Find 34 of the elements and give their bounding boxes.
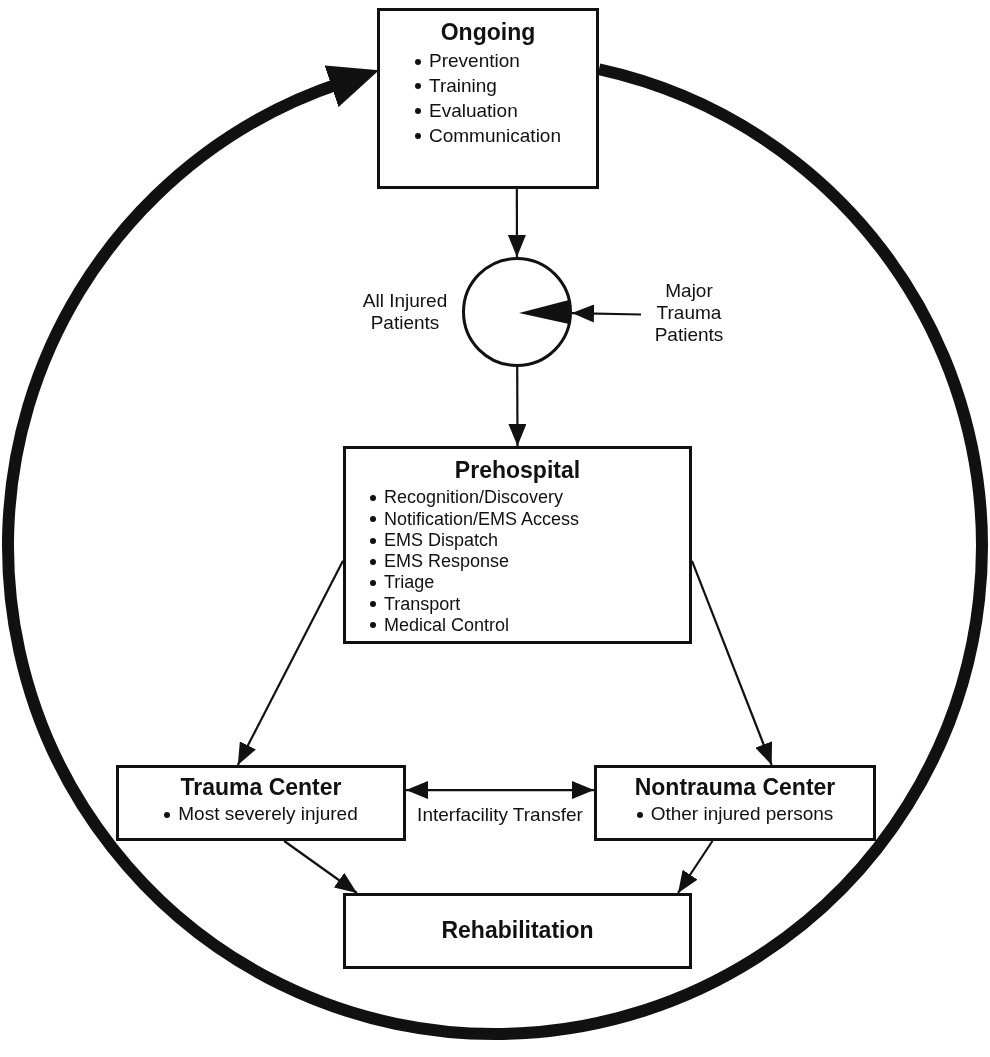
stage-box bbox=[377, 8, 599, 189]
bullet-text: Training bbox=[429, 74, 497, 99]
stage-box bbox=[343, 446, 692, 644]
box-title: Prehospital bbox=[454, 457, 581, 484]
bullet-text: EMS Response bbox=[384, 551, 510, 573]
arrow bbox=[690, 560, 773, 766]
bullet-text: Recognition/Discovery bbox=[384, 487, 564, 509]
arrow bbox=[283, 840, 358, 894]
box-title: Ongoing bbox=[440, 19, 536, 46]
arrow bbox=[508, 367, 527, 446]
bullet-text: Notification/EMS Access bbox=[384, 508, 580, 530]
bullet-text: Prevention bbox=[429, 49, 520, 74]
arrow bbox=[571, 304, 642, 323]
source-label: Major Trauma Patients bbox=[653, 280, 725, 346]
stage-box bbox=[343, 893, 692, 969]
bullet-text: EMS Dispatch bbox=[384, 529, 499, 552]
stage-box bbox=[116, 765, 406, 841]
bullet-text: Triage bbox=[384, 572, 435, 594]
arrow bbox=[236, 560, 344, 766]
arrow bbox=[677, 840, 714, 894]
bullet-text: Other injured persons bbox=[650, 802, 834, 827]
bullet-text: Most severely injured bbox=[178, 802, 358, 827]
box-title: Trauma Center bbox=[180, 774, 342, 801]
side-label: All Injured Patients bbox=[361, 290, 449, 334]
box-title: Rehabilitation bbox=[441, 916, 594, 944]
cycle-arrow bbox=[2, 63, 988, 1040]
arrow bbox=[507, 189, 526, 257]
bullet-text: Transport bbox=[384, 593, 461, 615]
stage-box bbox=[594, 765, 876, 841]
bullet-text: Communication bbox=[429, 123, 561, 148]
bullet-text: Medical Control bbox=[384, 614, 510, 637]
box-title: Nontrauma Center bbox=[634, 774, 836, 801]
arrow bbox=[406, 781, 594, 800]
bullet-text: Evaluation bbox=[429, 98, 518, 123]
